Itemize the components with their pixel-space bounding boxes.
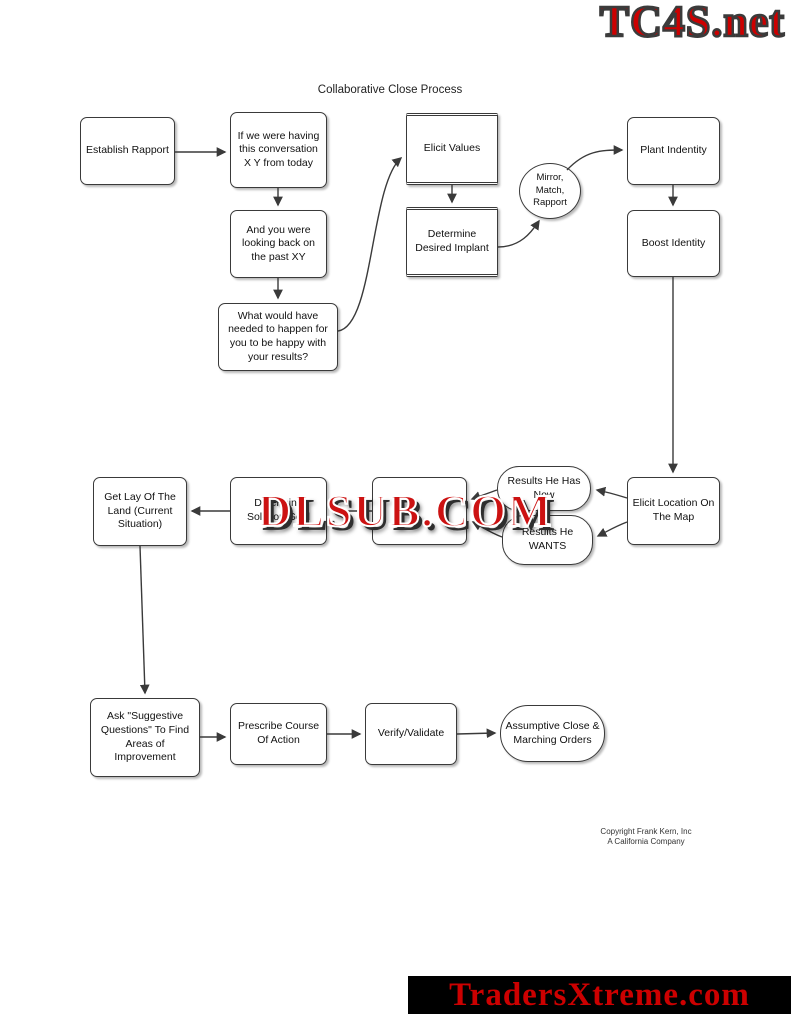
watermark-dlsub: DLSUB.COM	[257, 484, 554, 537]
node-looking-back: And you were looking back on the past XY	[230, 210, 327, 278]
node-assumptive-close: Assumptive Close & Marching Orders	[500, 705, 605, 762]
node-determine-goal: Determine Solution Goal	[230, 477, 327, 545]
node-boost-identity: Boost Identity	[627, 210, 720, 277]
copyright-line2: A California Company	[607, 836, 685, 846]
node-obscured-by-watermark	[372, 477, 467, 545]
node-elicit-location: Elicit Location On The Map	[627, 477, 720, 545]
watermark-bottom-bar: TradersXtreme.com	[408, 976, 791, 1014]
node-plant-identity: Plant Indentity	[627, 117, 720, 185]
diagram-title: Collaborative Close Process	[317, 84, 463, 96]
node-what-would-have: What would have needed to happen for you…	[218, 303, 338, 371]
watermark-tc4s: TC4S.net	[598, 0, 785, 47]
watermark-tradersxtreme: TradersXtreme.com	[449, 976, 750, 1013]
node-results-he-wants: Results He WANTS	[502, 515, 593, 565]
node-elicit-values: Elicit Values	[406, 113, 498, 185]
node-determine-implant: Determine Desired Implant	[406, 207, 498, 277]
node-conversation-xy: If we were having this conversation X Y …	[230, 112, 327, 188]
node-verify-validate: Verify/Validate	[365, 703, 457, 765]
node-prescribe-course: Prescribe Course Of Action	[230, 703, 327, 765]
node-get-lay-of-land: Get Lay Of The Land (Current Situation)	[93, 477, 187, 546]
node-ask-suggestive-questions: Ask "Suggestive Questions" To Find Areas…	[90, 698, 200, 777]
node-establish-rapport: Establish Rapport	[80, 117, 175, 185]
node-mirror-match-rapport: Mirror, Match, Rapport	[519, 163, 581, 219]
copyright-line1: Copyright Frank Kern, Inc	[600, 827, 692, 836]
copyright-notice: Copyright Frank Kern, Inc A California C…	[586, 827, 706, 846]
node-results-he-has-now: Results He Has Now	[497, 466, 591, 511]
